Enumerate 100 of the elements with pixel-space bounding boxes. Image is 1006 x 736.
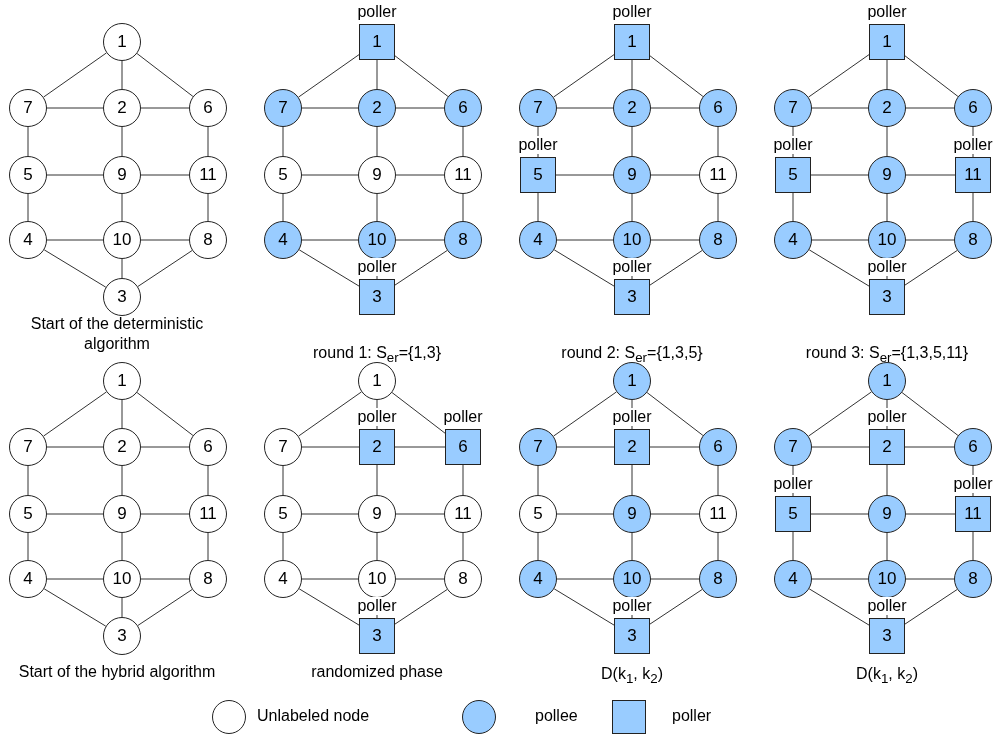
graph-edge xyxy=(972,465,974,497)
graph-edge xyxy=(650,513,700,515)
circle-node: 5 xyxy=(9,495,47,533)
graph-edge xyxy=(27,126,29,157)
graph-edge xyxy=(140,174,190,176)
circle-node: 7 xyxy=(774,89,812,127)
graph-edge xyxy=(904,250,958,286)
graph-edge xyxy=(282,193,284,222)
graph-edge xyxy=(905,578,955,580)
graph-edge xyxy=(27,193,29,222)
graph-edge xyxy=(46,239,104,241)
graph-edge xyxy=(649,589,703,625)
circle-node: 6 xyxy=(444,89,482,127)
graph-edge xyxy=(792,465,794,497)
graph-edge xyxy=(394,250,448,286)
circle-node: 4 xyxy=(9,560,47,598)
circle-node: 5 xyxy=(9,156,47,194)
graph-edge xyxy=(886,193,888,222)
circle-node: 6 xyxy=(189,428,227,466)
square-node: 1 xyxy=(614,24,650,60)
circle-node: 6 xyxy=(189,89,227,127)
circle-node: 10 xyxy=(358,560,396,598)
circle-node: 1 xyxy=(613,362,651,400)
graph-edge xyxy=(905,239,955,241)
circle-node: 8 xyxy=(189,221,227,259)
graph-edge xyxy=(537,532,539,561)
graph-edge xyxy=(717,532,719,561)
graph-edge xyxy=(717,193,719,222)
graph-edge xyxy=(376,59,378,90)
node-caption: poller xyxy=(952,136,994,154)
circle-node: 5 xyxy=(264,156,302,194)
graph-edge xyxy=(537,126,539,158)
circle-node: 7 xyxy=(9,428,47,466)
circle-node: 7 xyxy=(774,428,812,466)
graph-edge xyxy=(121,126,123,157)
node-caption: poller xyxy=(517,136,559,154)
panel-caption: D(k$_{1}$, k$_{2}$) xyxy=(856,664,918,689)
circle-node: 6 xyxy=(699,89,737,127)
graph-edge xyxy=(808,249,870,287)
circle-node: 8 xyxy=(954,560,992,598)
circle-node: 8 xyxy=(954,221,992,259)
graph-edge xyxy=(792,192,794,222)
circle-node: 9 xyxy=(613,495,651,533)
graph-edge xyxy=(207,465,209,496)
circle-node: 1 xyxy=(103,23,141,61)
circle-node: 4 xyxy=(264,560,302,598)
circle-node: 11 xyxy=(699,495,737,533)
graph-edge xyxy=(301,446,360,448)
graph-edge xyxy=(136,53,194,97)
graph-edge xyxy=(121,532,123,561)
graph-edge xyxy=(46,513,104,515)
graph-edge xyxy=(904,589,958,625)
circle-node: 9 xyxy=(358,156,396,194)
graph-edge xyxy=(140,513,190,515)
graph-edge xyxy=(886,59,888,90)
graph-edge xyxy=(631,126,633,157)
graph-edge xyxy=(905,513,956,515)
square-node: 3 xyxy=(869,279,905,315)
circle-node: 10 xyxy=(868,560,906,598)
graph-edge xyxy=(43,391,107,437)
circle-node: 9 xyxy=(358,495,396,533)
graph-edge xyxy=(136,392,194,436)
node-caption: poller xyxy=(611,408,653,426)
graph-edge xyxy=(886,532,888,561)
graph-edge xyxy=(207,126,209,157)
graph-edge xyxy=(650,239,700,241)
graph-edge xyxy=(207,193,209,222)
square-node: 1 xyxy=(869,24,905,60)
graph-edge xyxy=(537,192,539,222)
circle-node: 10 xyxy=(358,221,396,259)
graph-edge xyxy=(717,126,719,157)
circle-node: 6 xyxy=(954,428,992,466)
square-node: 11 xyxy=(955,157,991,193)
circle-node: 6 xyxy=(954,89,992,127)
graph-edge xyxy=(121,258,123,279)
graph-edge xyxy=(553,588,615,626)
circle-node: 8 xyxy=(444,560,482,598)
circle-node: 9 xyxy=(613,156,651,194)
square-node: 3 xyxy=(359,279,395,315)
graph-edge xyxy=(298,54,360,98)
square-node: 5 xyxy=(520,157,556,193)
square-node: 1 xyxy=(359,24,395,60)
graph-edge xyxy=(140,446,190,448)
circle-node: 9 xyxy=(103,495,141,533)
circle-node: 2 xyxy=(868,89,906,127)
circle-node: 10 xyxy=(613,560,651,598)
graph-edge xyxy=(808,391,872,437)
panel-caption: Start of the hybrid algorithm xyxy=(18,662,216,682)
graph-edge xyxy=(649,446,700,448)
graph-edge xyxy=(27,465,29,496)
graph-edge xyxy=(810,174,869,176)
circle-node: 2 xyxy=(103,89,141,127)
graph-edge xyxy=(905,174,956,176)
graph-edge xyxy=(553,391,617,437)
graph-edge xyxy=(376,399,378,430)
graph-edge xyxy=(556,239,614,241)
circle-node: 4 xyxy=(264,221,302,259)
graph-edge xyxy=(811,239,869,241)
circle-node: 8 xyxy=(189,560,227,598)
graph-edge xyxy=(301,513,359,515)
